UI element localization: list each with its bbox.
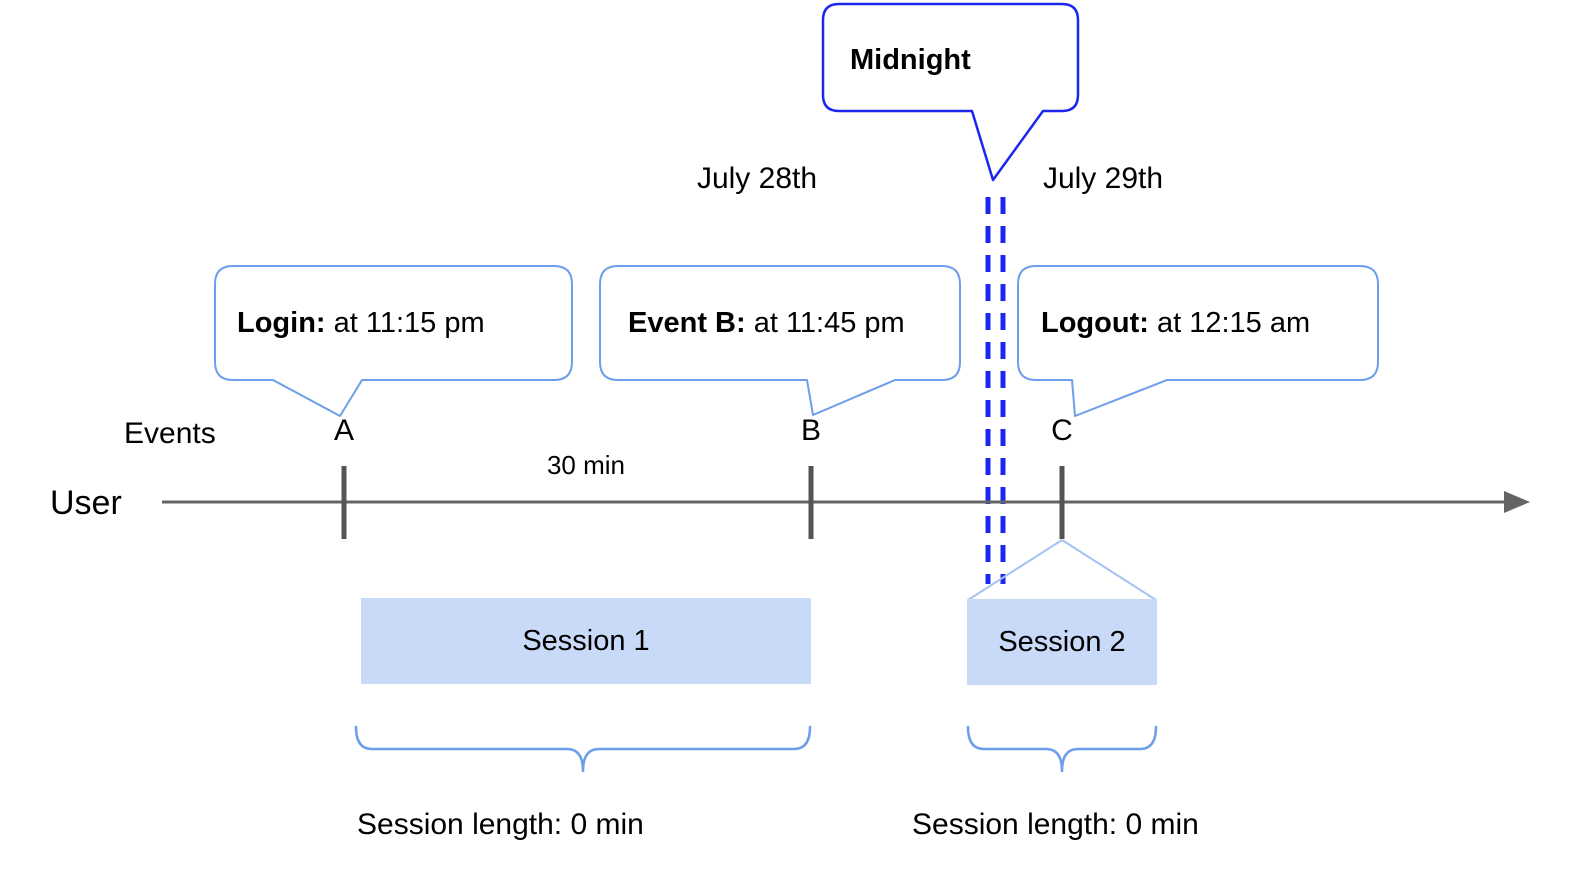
session-1-label: Session 1: [522, 624, 650, 657]
session-2-box: Session 2: [967, 599, 1157, 685]
session2-connector-right: [1061, 539, 1157, 601]
user-row-label: User: [50, 484, 122, 522]
event-letter-a: A: [333, 414, 355, 447]
midnight-label: Midnight: [850, 44, 971, 76]
logout-callout-bubble: [1017, 265, 1379, 417]
interval-label-30-min: 30 min: [546, 450, 626, 480]
event-b-callout-bubble: [599, 265, 961, 416]
events-axis-label: Events: [124, 417, 216, 450]
session-1-length-label: Session length: 0 min: [357, 808, 644, 841]
midnight-callout-bubble: [821, 2, 1080, 182]
login-callout-text-bold: Login:: [237, 307, 326, 339]
session-2-length-label: Session length: 0 min: [912, 808, 1199, 841]
event-letter-b: B: [800, 414, 822, 447]
login-callout-text: Login: at 11:15 pm: [237, 307, 485, 340]
event-letter-c: C: [1051, 414, 1073, 447]
event-b-callout-text-bold: Event B:: [628, 307, 746, 339]
event-b-callout-text: Event B: at 11:45 pm: [628, 307, 905, 340]
login-callout-bubble: [214, 265, 573, 417]
session1-brace: [354, 725, 812, 773]
session2-brace: [966, 725, 1158, 773]
session-1-box: Session 1: [361, 598, 811, 684]
logout-callout-text-bold: Logout:: [1041, 307, 1149, 339]
date-label-july-29: July 29th: [1042, 162, 1164, 195]
logout-callout-text-rest: at 12:15 am: [1148, 307, 1311, 339]
date-label-july-28: July 28th: [696, 162, 818, 195]
event-b-callout-text-rest: at 11:45 pm: [745, 307, 905, 339]
logout-callout-text: Logout: at 12:15 am: [1041, 307, 1310, 340]
timeline-arrowhead-icon: [1504, 491, 1530, 513]
login-callout-text-rest: at 11:15 pm: [325, 307, 485, 339]
session-2-label: Session 2: [998, 625, 1126, 658]
session2-connector-left: [967, 539, 1063, 601]
